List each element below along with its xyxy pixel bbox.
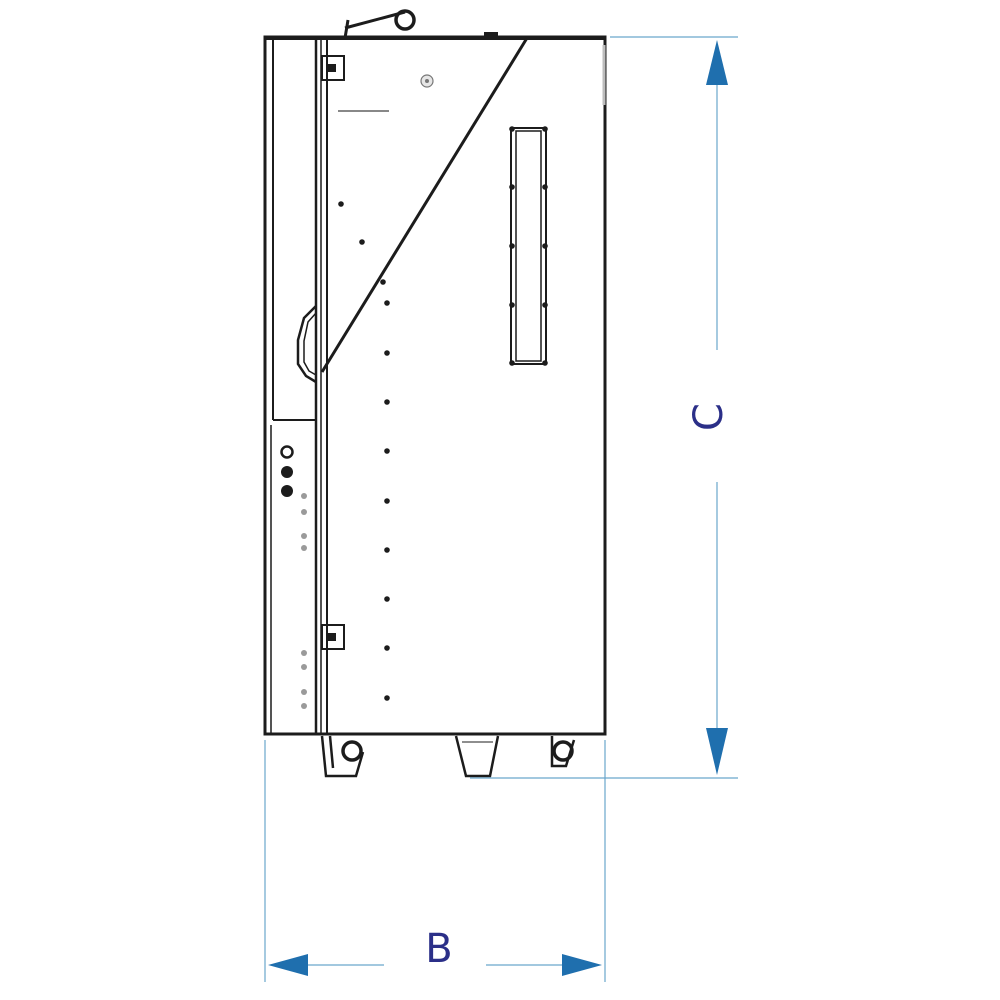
width-dimension-label: B [425, 926, 452, 972]
bottom-hinge-pin [328, 633, 336, 641]
door-handle [296, 305, 317, 384]
width-dimension: B [264, 740, 606, 982]
viewing-window-inner [515, 130, 542, 362]
vent-hole [301, 689, 307, 695]
rivet-dot [384, 448, 390, 454]
rivet-dot [384, 645, 390, 651]
bolt-dot [509, 126, 515, 132]
vent-hole [301, 703, 307, 709]
door-indicator-dot [425, 79, 429, 83]
rivet-dot [384, 350, 390, 356]
top-hinge [321, 55, 345, 81]
vent-hole [301, 509, 307, 515]
rivet-dot [384, 695, 390, 701]
vent-hole [301, 664, 307, 670]
control-knob-ring-icon [280, 445, 294, 459]
drain-funnel [454, 735, 500, 778]
control-button-icon [281, 485, 293, 497]
door-rivets [338, 201, 390, 701]
vent-hole [301, 533, 307, 539]
vent-hole [301, 545, 307, 551]
vent-hole [301, 650, 307, 656]
bolt-dot [509, 302, 515, 308]
rivet-dot [384, 498, 390, 504]
bolt-dot [542, 360, 548, 366]
rivet-dot [359, 239, 365, 245]
diagonal-section-line [320, 37, 529, 373]
height-dimension-label: C [686, 403, 732, 431]
base [320, 735, 576, 778]
rivet-dot [384, 399, 390, 405]
bolt-dot [542, 126, 548, 132]
cabinet [263, 9, 607, 736]
vent-hole [301, 493, 307, 499]
side-vent-holes [301, 493, 307, 709]
rivet-dot [384, 547, 390, 553]
arrow-right-icon [562, 954, 602, 976]
front-caster-bracket [320, 735, 365, 778]
window-bolts [509, 126, 548, 366]
control-panel [280, 445, 294, 497]
bolt-dot [542, 184, 548, 190]
top-fixture [343, 10, 406, 39]
rivet-dot [384, 300, 390, 306]
rear-caster-wheel-icon [552, 740, 574, 762]
top-vent-cap [484, 32, 498, 38]
door-handle-inner [303, 312, 317, 376]
rivet-dot [338, 201, 344, 207]
arrow-left-icon [268, 954, 308, 976]
rivet-dot [384, 596, 390, 602]
rivet-dot [380, 279, 386, 285]
bolt-dot [509, 184, 515, 190]
bottom-hinge [321, 624, 345, 650]
arrow-up-icon [706, 40, 728, 85]
bolt-dot [509, 360, 515, 366]
top-hinge-pin [328, 64, 336, 72]
arrow-down-icon [706, 728, 728, 775]
height-dimension: C [470, 36, 738, 779]
top-fixture-wheel [394, 9, 416, 31]
bolt-dot [509, 243, 515, 249]
front-caster-wheel-icon [341, 740, 363, 762]
control-button-icon [281, 466, 293, 478]
bolt-dot [542, 243, 548, 249]
bolt-dot [542, 302, 548, 308]
